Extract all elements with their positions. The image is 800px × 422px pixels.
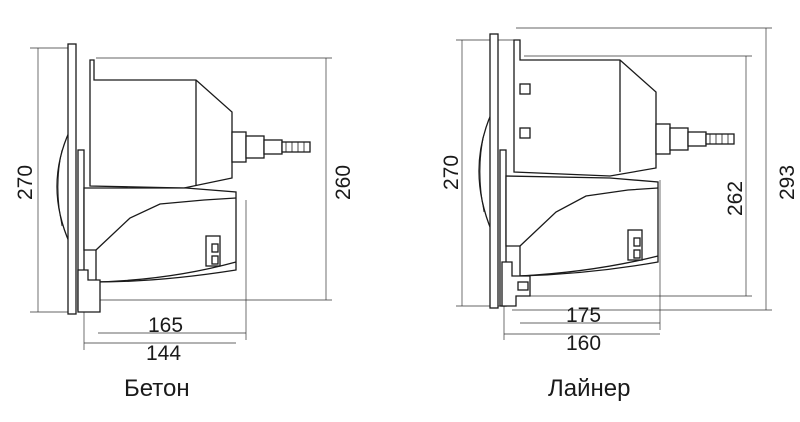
caption-beton: Бетон <box>124 375 190 402</box>
dim-height-outer-label-liner: 270 <box>440 155 463 190</box>
dim-depth-top-label-liner: 175 <box>566 304 601 327</box>
dimension-line-depth-top-liner <box>520 180 661 330</box>
dim-height-total-label-liner: 293 <box>776 165 799 200</box>
drawing-liner: 270 262 293 175 160 <box>440 27 799 355</box>
dim-height-inner-label: 260 <box>332 165 355 200</box>
dim-height-outer-label: 270 <box>14 165 37 200</box>
dimension-line-height-total-liner <box>512 27 772 311</box>
caption-liner: Лайнер <box>548 375 630 402</box>
dim-depth-bottom-label: 144 <box>146 342 181 365</box>
dimension-line-height-outer <box>30 47 72 313</box>
dim-depth-bottom-label-liner: 160 <box>566 332 601 355</box>
dim-depth-top-label: 165 <box>148 314 183 337</box>
drawing-beton: 270 260 165 144 <box>14 43 355 365</box>
dim-height-inner-label-liner: 262 <box>724 181 747 216</box>
dimension-line-depth-top <box>98 200 247 340</box>
dimension-line-height-inner-liner <box>520 55 752 297</box>
dimension-line-depth-bottom-liner <box>503 300 660 340</box>
dimension-line-height-inner <box>96 57 332 301</box>
